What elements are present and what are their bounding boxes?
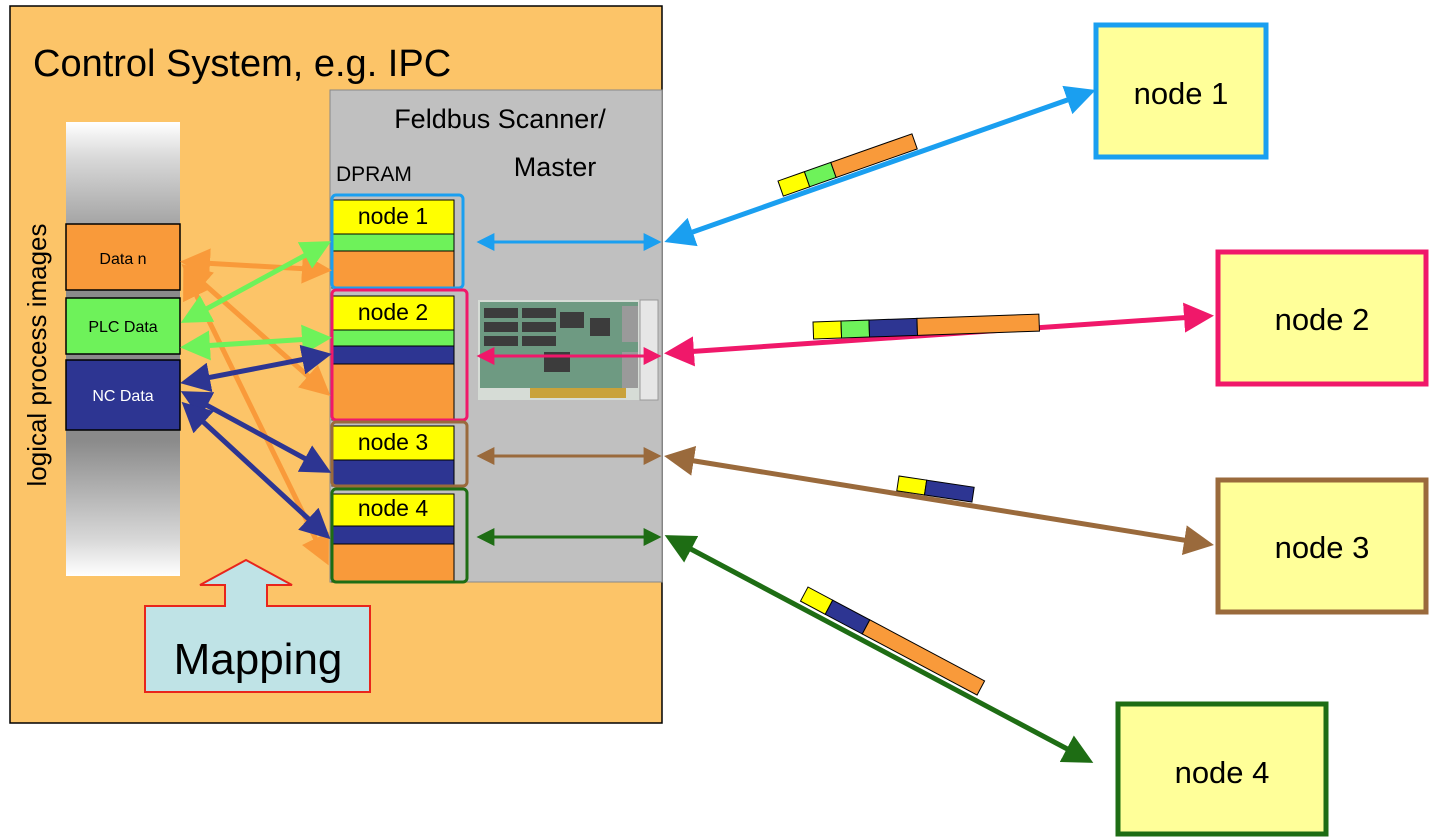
scanner-title-line1: Feldbus Scanner/ [394, 104, 606, 134]
dpram-slot-3-label: node 3 [358, 429, 428, 455]
mapping-callout [144, 558, 371, 693]
nc-data-label: NC Data [92, 388, 153, 405]
dpram-slot-4-label: node 4 [358, 495, 429, 521]
dpram-slot-2 [330, 288, 469, 422]
bus-line-node-1 [664, 85, 1096, 247]
plc-data-label: PLC Data [88, 319, 157, 336]
dpram-slot-1 [330, 193, 465, 290]
plc-data-block [65, 297, 181, 355]
node-1-label: node 1 [1134, 76, 1229, 111]
scanner-title-line2: Master [514, 152, 597, 182]
mapping-label: Mapping [174, 635, 343, 684]
interface-card-image [478, 299, 659, 401]
dpram-slot-4 [330, 487, 469, 584]
mapping-arrows-navy [180, 344, 332, 540]
dpram-slot-3 [330, 420, 469, 488]
data-n-block [65, 223, 181, 291]
bus-line-node-4 [664, 535, 1094, 763]
telegram-node-3 [896, 475, 975, 503]
node-2-box [1215, 249, 1429, 387]
node-4-label: node 4 [1175, 755, 1270, 790]
node-2-label: node 2 [1275, 302, 1370, 337]
nc-data-block [65, 359, 181, 431]
node-1-box [1093, 22, 1269, 160]
logical-process-images-label: logical process images [22, 223, 52, 486]
dpram-slot-1-label: node 1 [358, 203, 428, 229]
node-4-box [1115, 701, 1329, 837]
node-3-box [1215, 477, 1429, 615]
dpram-slot-2-label: node 2 [358, 299, 428, 325]
node-3-label: node 3 [1275, 530, 1370, 565]
control-system-title: Control System, e.g. IPC [33, 43, 451, 85]
dpram-label: DPRAM [336, 163, 412, 186]
bus-line-node-3 [664, 446, 1214, 555]
telegram-node-4 [799, 586, 986, 696]
telegram-node-1 [777, 133, 918, 197]
data-n-label: Data n [99, 251, 146, 268]
telegram-node-2 [812, 313, 1040, 340]
